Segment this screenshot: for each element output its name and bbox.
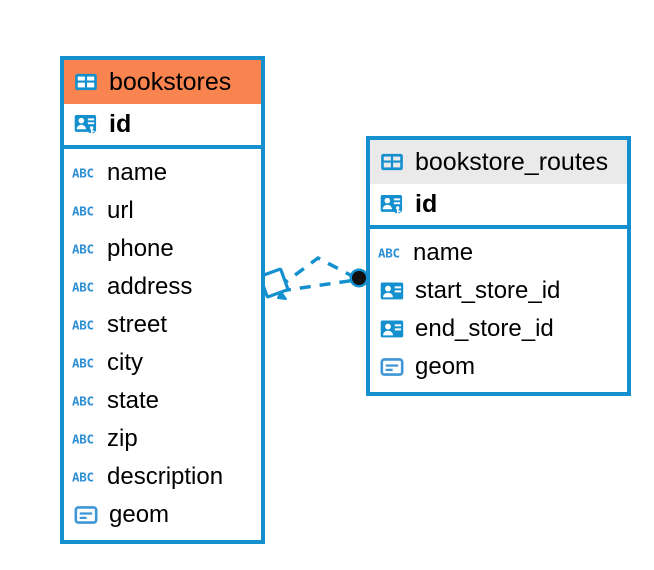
primary-key-icon bbox=[72, 111, 100, 139]
field-row[interactable]: geom bbox=[370, 348, 627, 386]
svg-text:ABC: ABC bbox=[72, 166, 94, 180]
primary-key-label: id bbox=[415, 190, 438, 218]
entity-title: bookstore_routes bbox=[415, 147, 609, 176]
field-row[interactable]: ABC address bbox=[64, 268, 261, 306]
field-label: start_store_id bbox=[415, 277, 561, 304]
field-row[interactable]: end_store_id bbox=[370, 310, 627, 348]
field-label: description bbox=[107, 463, 224, 490]
field-row[interactable]: ABC zip bbox=[64, 420, 261, 458]
field-label: geom bbox=[415, 353, 476, 380]
field-label: geom bbox=[109, 501, 170, 528]
table-icon bbox=[72, 68, 100, 96]
blob-type-icon bbox=[378, 353, 406, 381]
primary-key-icon bbox=[378, 191, 406, 219]
foreign-key-icon bbox=[378, 315, 406, 343]
foreign-key-icon bbox=[378, 277, 406, 305]
field-label: end_store_id bbox=[415, 315, 554, 342]
field-label: city bbox=[107, 349, 143, 376]
entity-bookstores[interactable]: bookstores id bbox=[60, 56, 265, 544]
field-row[interactable]: start_store_id bbox=[370, 272, 627, 310]
field-label: street bbox=[107, 311, 168, 338]
blob-type-icon bbox=[72, 501, 100, 529]
primary-key-row-bookstores[interactable]: id bbox=[64, 104, 261, 149]
field-label: phone bbox=[107, 235, 174, 262]
field-row[interactable]: geom bbox=[64, 496, 261, 534]
field-row[interactable]: ABC state bbox=[64, 382, 261, 420]
svg-text:ABC: ABC bbox=[72, 432, 94, 446]
field-row[interactable]: ABC street bbox=[64, 306, 261, 344]
text-type-icon: ABC bbox=[378, 240, 404, 266]
svg-text:ABC: ABC bbox=[72, 280, 94, 294]
text-type-icon: ABC bbox=[72, 160, 98, 186]
text-type-icon: ABC bbox=[72, 312, 98, 338]
field-label: state bbox=[107, 387, 160, 414]
primary-key-label: id bbox=[109, 110, 132, 138]
field-row[interactable]: ABC name bbox=[370, 234, 627, 272]
field-row[interactable]: ABC phone bbox=[64, 230, 261, 268]
svg-text:ABC: ABC bbox=[378, 246, 400, 260]
field-row[interactable]: ABC description bbox=[64, 458, 261, 496]
text-type-icon: ABC bbox=[72, 388, 98, 414]
relationship-line-lower bbox=[279, 278, 357, 293]
relationship-line-upper bbox=[277, 255, 357, 289]
svg-text:ABC: ABC bbox=[72, 356, 94, 370]
field-label: zip bbox=[107, 425, 138, 452]
entity-header-bookstore-routes[interactable]: bookstore_routes bbox=[370, 140, 627, 184]
field-label: address bbox=[107, 273, 193, 300]
field-row[interactable]: ABC city bbox=[64, 344, 261, 382]
svg-text:ABC: ABC bbox=[72, 242, 94, 256]
text-type-icon: ABC bbox=[72, 236, 98, 262]
table-icon bbox=[378, 148, 406, 176]
entity-title: bookstores bbox=[109, 67, 232, 96]
entity-bookstore-routes[interactable]: bookstore_routes id bbox=[366, 136, 631, 396]
text-type-icon: ABC bbox=[72, 198, 98, 224]
field-label: name bbox=[413, 239, 474, 266]
text-type-icon: ABC bbox=[72, 464, 98, 490]
text-type-icon: ABC bbox=[72, 350, 98, 376]
field-label: url bbox=[107, 197, 134, 224]
svg-text:ABC: ABC bbox=[72, 318, 94, 332]
text-type-icon: ABC bbox=[72, 426, 98, 452]
field-list-bookstores: ABC name ABC url ABC p bbox=[64, 149, 261, 540]
primary-key-row-bookstore-routes[interactable]: id bbox=[370, 184, 627, 229]
field-row[interactable]: ABC name bbox=[64, 154, 261, 192]
field-list-bookstore-routes: ABC name start_store_id bbox=[370, 229, 627, 392]
text-type-icon: ABC bbox=[72, 274, 98, 300]
svg-text:ABC: ABC bbox=[72, 394, 94, 408]
entity-header-bookstores[interactable]: bookstores bbox=[64, 60, 261, 104]
svg-text:ABC: ABC bbox=[72, 204, 94, 218]
svg-text:ABC: ABC bbox=[72, 470, 94, 484]
field-label: name bbox=[107, 159, 168, 186]
field-row[interactable]: ABC url bbox=[64, 192, 261, 230]
